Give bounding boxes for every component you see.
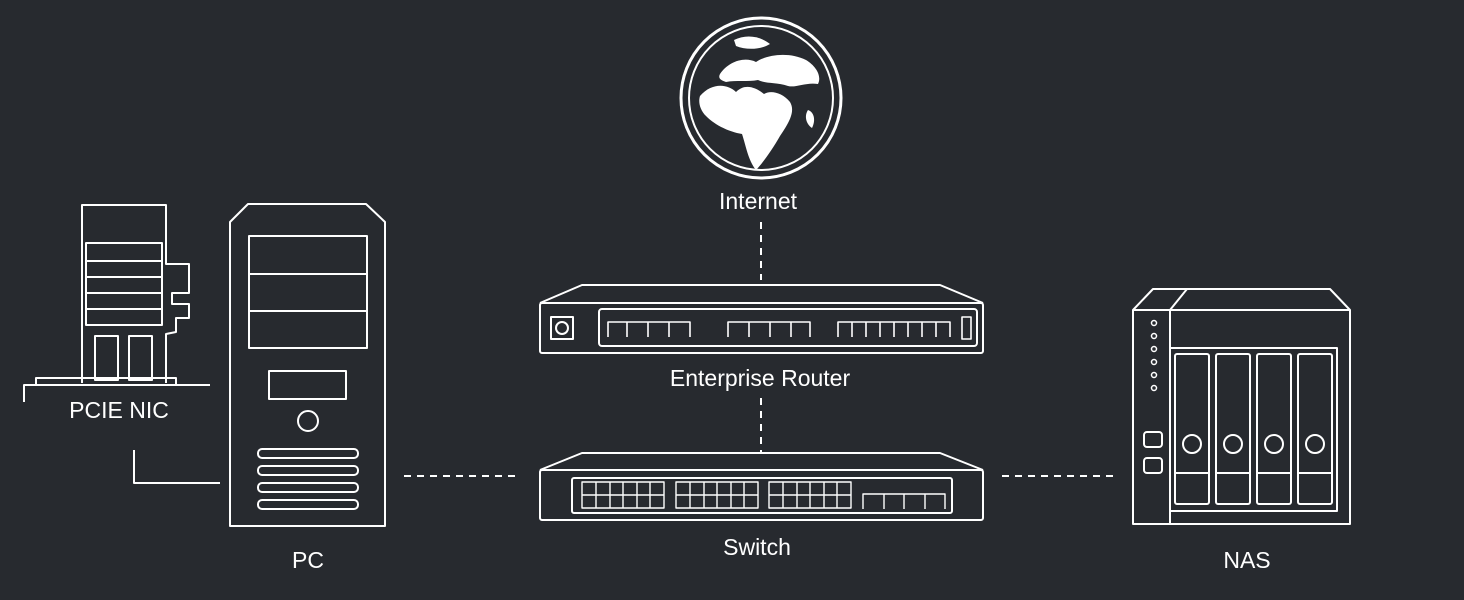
nic-to-pc-line xyxy=(133,450,220,484)
switch-icon xyxy=(539,452,984,521)
pc-label: PC xyxy=(292,547,324,573)
router-label: Enterprise Router xyxy=(669,365,851,391)
pcie-nic-icon xyxy=(23,204,210,402)
pc-tower-icon xyxy=(229,203,386,527)
nas-label: NAS xyxy=(1223,547,1271,573)
nas-icon xyxy=(1132,288,1351,525)
switch-label: Switch xyxy=(723,534,791,560)
nic-label: PCIE NIC xyxy=(69,397,169,423)
router-icon xyxy=(539,284,984,354)
connection-lines xyxy=(404,222,1118,477)
internet-label: Internet xyxy=(719,188,797,214)
globe-icon xyxy=(679,16,843,180)
